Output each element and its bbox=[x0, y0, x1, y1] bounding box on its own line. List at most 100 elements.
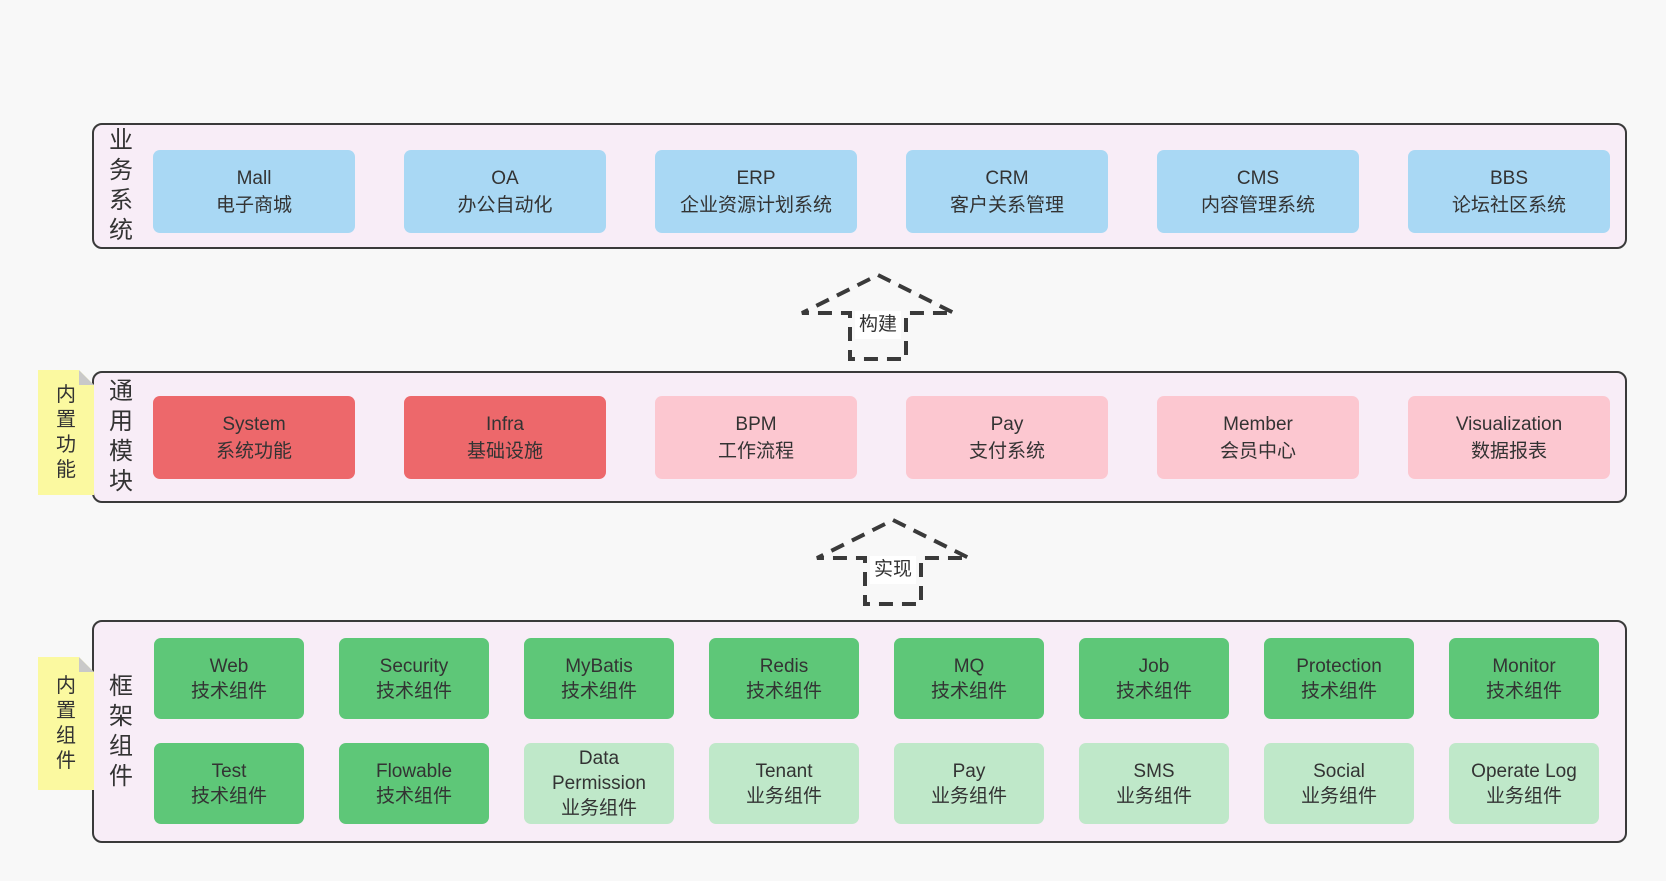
component-box: Protection 技术组件 bbox=[1264, 638, 1414, 719]
framework-boxes-row-2: Test 技术组件 Flowable 技术组件 Data Permission … bbox=[154, 743, 1599, 824]
module-box-name: CRM bbox=[985, 167, 1029, 189]
common-boxes-row: System 系统功能 Infra 基础设施 BPM 工作流程 Pay 支付系统… bbox=[153, 396, 1610, 479]
module-box-name: BPM bbox=[735, 413, 777, 435]
component-box-name: Social bbox=[1313, 760, 1365, 782]
band-framework-label-text: 框架组件 bbox=[109, 672, 133, 790]
component-box-desc: 技术组件 bbox=[745, 680, 822, 702]
component-box: Data Permission 业务组件 bbox=[524, 743, 674, 824]
module-box-desc: 办公自动化 bbox=[457, 194, 553, 216]
module-box-desc: 基础设施 bbox=[466, 440, 543, 462]
component-box-name: Web bbox=[209, 655, 249, 677]
component-box-desc: 技术组件 bbox=[375, 785, 452, 807]
component-box-name: Test bbox=[211, 760, 247, 782]
module-box-name: Mall bbox=[236, 167, 272, 189]
module-box-name: Pay bbox=[990, 413, 1024, 435]
component-box: Monitor 技术组件 bbox=[1449, 638, 1599, 719]
component-box-name: MQ bbox=[953, 655, 985, 677]
component-box-desc: 技术组件 bbox=[1115, 680, 1192, 702]
component-box-desc: 业务组件 bbox=[560, 798, 637, 819]
module-box-desc: 论坛社区系统 bbox=[1451, 194, 1566, 216]
module-box: Visualization 数据报表 bbox=[1408, 396, 1610, 479]
component-box-desc: 业务组件 bbox=[1115, 785, 1192, 807]
module-box-desc: 工作流程 bbox=[717, 440, 794, 462]
arrow-build-label: 构建 bbox=[854, 311, 902, 339]
band-business-label-text: 业务系统 bbox=[109, 127, 133, 244]
module-box-desc: 客户关系管理 bbox=[949, 194, 1064, 216]
component-box-name: MyBatis bbox=[565, 655, 633, 677]
module-box-name: OA bbox=[491, 167, 519, 189]
sticky-note-label: 内置功能 bbox=[56, 383, 76, 481]
module-box: BPM 工作流程 bbox=[655, 396, 857, 479]
sticky-note-label: 内置组件 bbox=[56, 674, 76, 772]
component-box-desc: 技术组件 bbox=[375, 680, 452, 702]
component-box: Job 技术组件 bbox=[1079, 638, 1229, 719]
component-box-name: Protection bbox=[1296, 655, 1382, 677]
component-box: Test 技术组件 bbox=[154, 743, 304, 824]
module-box: Pay 支付系统 bbox=[906, 396, 1108, 479]
component-box: Pay 业务组件 bbox=[894, 743, 1044, 824]
module-box: Infra 基础设施 bbox=[404, 396, 606, 479]
module-box-desc: 数据报表 bbox=[1470, 440, 1547, 462]
component-box-desc: 业务组件 bbox=[1300, 785, 1377, 807]
module-box: CRM 客户关系管理 bbox=[906, 150, 1108, 233]
module-box: Member 会员中心 bbox=[1157, 396, 1359, 479]
component-box-name: Pay bbox=[952, 760, 986, 782]
component-box-desc: 业务组件 bbox=[930, 785, 1007, 807]
component-box-desc: 技术组件 bbox=[1485, 680, 1562, 702]
module-box-desc: 内容管理系统 bbox=[1200, 194, 1315, 216]
band-business-systems: 业务系统 Mall 电子商城 OA 办公自动化 ERP 企业资源计划系统 CRM… bbox=[92, 123, 1627, 249]
module-box-name: System bbox=[222, 413, 286, 435]
module-box: CMS 内容管理系统 bbox=[1157, 150, 1359, 233]
component-box-name: Monitor bbox=[1492, 655, 1556, 677]
component-box: Security 技术组件 bbox=[339, 638, 489, 719]
component-box-desc: 技术组件 bbox=[190, 785, 267, 807]
module-box: System 系统功能 bbox=[153, 396, 355, 479]
business-boxes-row: Mall 电子商城 OA 办公自动化 ERP 企业资源计划系统 CRM 客户关系… bbox=[153, 150, 1610, 233]
module-box-desc: 支付系统 bbox=[968, 440, 1045, 462]
component-box-desc: 业务组件 bbox=[745, 785, 822, 807]
framework-boxes-row-1: Web 技术组件 Security 技术组件 MyBatis 技术组件 Redi… bbox=[154, 638, 1599, 719]
band-business-label: 业务系统 bbox=[104, 125, 138, 247]
component-box-name: Operate Log bbox=[1471, 760, 1577, 782]
component-box-desc: 技术组件 bbox=[190, 680, 267, 702]
component-box-name: Flowable bbox=[375, 760, 453, 782]
component-box: Tenant 业务组件 bbox=[709, 743, 859, 824]
module-box-desc: 系统功能 bbox=[215, 440, 292, 462]
module-box: Mall 电子商城 bbox=[153, 150, 355, 233]
component-box-desc: 技术组件 bbox=[1300, 680, 1377, 702]
module-box-desc: 电子商城 bbox=[215, 194, 292, 216]
module-box: OA 办公自动化 bbox=[404, 150, 606, 233]
component-box: MQ 技术组件 bbox=[894, 638, 1044, 719]
component-box: Redis 技术组件 bbox=[709, 638, 859, 719]
component-box: Operate Log 业务组件 bbox=[1449, 743, 1599, 824]
module-box-desc: 会员中心 bbox=[1219, 440, 1296, 462]
module-box: ERP 企业资源计划系统 bbox=[655, 150, 857, 233]
arrow-implement-label: 实现 bbox=[869, 556, 917, 584]
module-box-desc: 企业资源计划系统 bbox=[679, 194, 832, 216]
dashed-up-arrow-build bbox=[801, 272, 955, 361]
sticky-note-built-in-functions: 内置功能 bbox=[38, 370, 94, 495]
module-box-name: Infra bbox=[485, 413, 525, 435]
component-box-name: Security bbox=[379, 655, 449, 677]
module-box: BBS 论坛社区系统 bbox=[1408, 150, 1610, 233]
band-framework-components: 框架组件 Web 技术组件 Security 技术组件 MyBatis 技术组件… bbox=[92, 620, 1627, 843]
module-box-name: Member bbox=[1223, 413, 1293, 435]
module-box-name: Visualization bbox=[1455, 413, 1563, 435]
module-box-name: ERP bbox=[736, 167, 776, 189]
component-box-name: Redis bbox=[759, 655, 809, 677]
component-box-name: Job bbox=[1138, 655, 1170, 677]
sticky-note-built-in-components: 内置组件 bbox=[38, 657, 94, 790]
component-box-desc: 业务组件 bbox=[1485, 785, 1562, 807]
component-box: SMS 业务组件 bbox=[1079, 743, 1229, 824]
dashed-up-arrow-implement bbox=[816, 517, 970, 606]
component-box-name: SMS bbox=[1133, 760, 1175, 782]
band-common-label-text: 通用模块 bbox=[109, 378, 133, 495]
band-common-modules: 通用模块 System 系统功能 Infra 基础设施 BPM 工作流程 Pay… bbox=[92, 371, 1627, 503]
component-box-name: Tenant bbox=[755, 760, 813, 782]
component-box-desc: 技术组件 bbox=[930, 680, 1007, 702]
component-box: Web 技术组件 bbox=[154, 638, 304, 719]
component-box: Flowable 技术组件 bbox=[339, 743, 489, 824]
module-box-name: CMS bbox=[1236, 167, 1280, 189]
component-box: Social 业务组件 bbox=[1264, 743, 1414, 824]
